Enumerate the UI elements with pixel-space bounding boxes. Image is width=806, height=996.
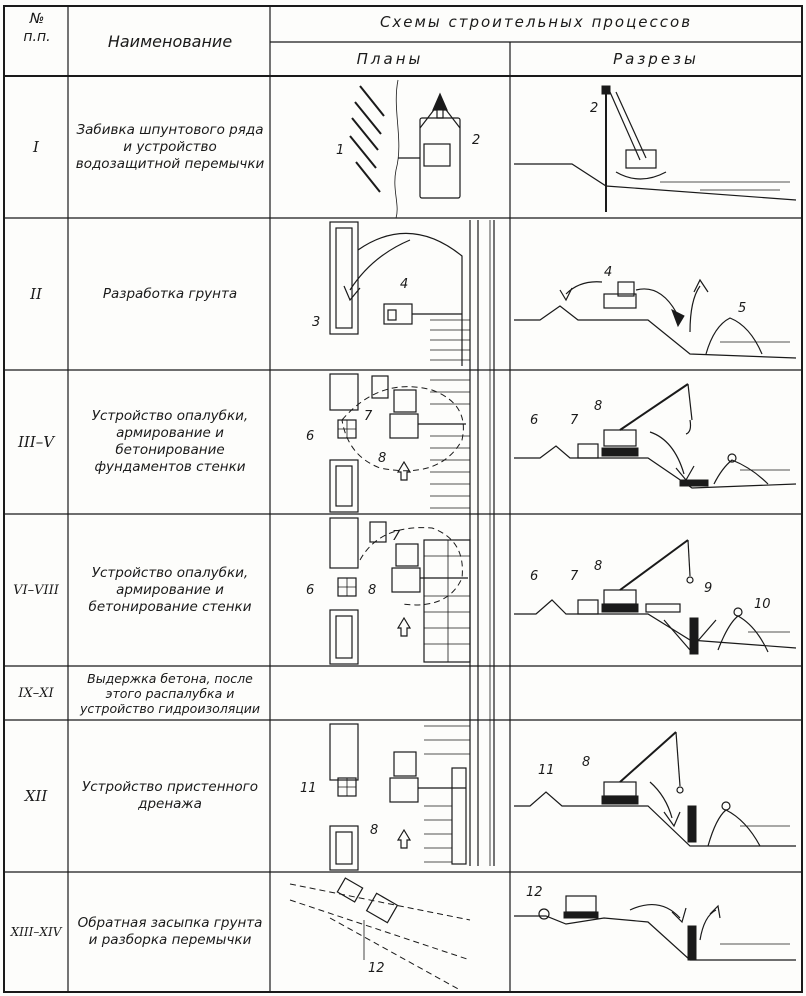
row-5-name: Выдержка бетона, после этого распалубка … (80, 670, 260, 716)
r3-plan-label-6: 6 (306, 429, 314, 444)
row-6-plan-drawing (329, 723, 470, 871)
header-name: Наименование (107, 32, 233, 51)
row-4-name: Устройство опалубки, армирование и бетон… (88, 564, 252, 615)
r3-section-label-8: 8 (594, 399, 602, 414)
r3-section-label-6: 6 (530, 413, 538, 428)
r3-plan-label-7: 7 (364, 409, 373, 424)
row-1-section-drawing (514, 85, 797, 212)
row-3-name: Устройство опалубки, армирование и бетон… (91, 408, 249, 475)
row-7-plan-drawing (289, 877, 471, 991)
plan-quay-wall-lines (469, 220, 495, 866)
row-2-name: Разработка грунта (102, 285, 238, 302)
row-6-name: Устройство пристенного дренажа (82, 779, 258, 812)
row-1-plan-drawing (349, 79, 461, 219)
r2-plan-label-3: 3 (312, 315, 320, 330)
r1-plan-label-2: 2 (472, 133, 480, 148)
r6-section-label-8: 8 (582, 755, 590, 770)
row-2-section-drawing (514, 278, 797, 359)
row-7-section-drawing (514, 895, 796, 961)
r6-plan-label-8: 8 (370, 823, 378, 838)
r1-plan-label-1: 1 (336, 143, 344, 158)
row-7-number: XIII–XIV (10, 925, 62, 939)
header-schemes: Схемы строительных процессов (379, 13, 693, 31)
row-4-section-drawing (514, 539, 797, 655)
row-7-name: Обратная засыпка грунта и разборка перем… (77, 915, 263, 948)
r2-section-label-4: 4 (604, 265, 612, 280)
r4-plan-label-8: 8 (368, 583, 376, 598)
row-1-number: I (33, 138, 39, 156)
r4-plan-label-6: 6 (306, 583, 314, 598)
r4-section-label-10: 10 (754, 597, 771, 612)
header-sections: Разрезы (613, 50, 699, 68)
r1-section-label-2: 2 (590, 101, 598, 116)
r3-section-label-7: 7 (570, 413, 579, 428)
row-6-section-drawing (514, 731, 796, 847)
row-1-name: Забивка шпунтового ряда и устройство вод… (75, 121, 265, 172)
r3-plan-label-8: 8 (378, 451, 386, 466)
row-3-plan-drawing (329, 373, 470, 513)
r6-plan-label-11: 11 (300, 781, 317, 796)
r7-plan-label-12: 12 (368, 961, 385, 976)
r6-section-label-11: 11 (538, 763, 555, 778)
row-6-number: XII (24, 787, 48, 805)
row-5-number: IX–XI (18, 685, 54, 701)
row-2-plan-drawing (329, 221, 470, 366)
r4-section-label-8: 8 (594, 559, 602, 574)
row-4-number: VI–VIII (13, 582, 59, 598)
r4-section-label-6: 6 (530, 569, 538, 584)
r4-section-label-9: 9 (704, 581, 712, 596)
header-num: № п.п. (23, 11, 51, 45)
row-3-section-drawing (514, 383, 797, 489)
row-4-plan-drawing (329, 517, 471, 665)
r2-plan-label-4: 4 (400, 277, 408, 292)
r2-section-label-5: 5 (738, 301, 746, 316)
header-plans: Планы (356, 50, 424, 68)
r7-section-label-12: 12 (526, 885, 543, 900)
r4-section-label-7: 7 (570, 569, 579, 584)
r4-plan-label-7: 7 (392, 529, 401, 544)
row-3-number: III–V (17, 433, 55, 451)
row-2-number: II (30, 285, 42, 303)
